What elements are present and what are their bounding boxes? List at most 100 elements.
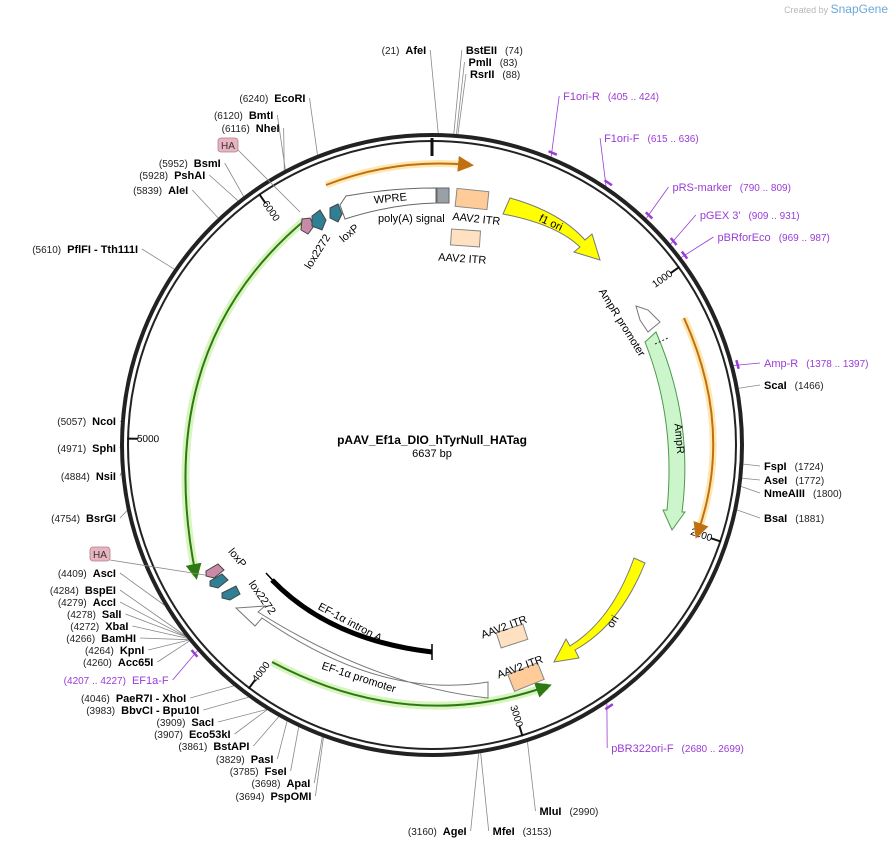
primer-position: (1378 .. 1397) — [806, 359, 868, 370]
feature-ef1a-intron[interactable] — [270, 578, 433, 655]
site-position: (6116) — [222, 124, 250, 135]
primer-label[interactable]: F1ori-R(405 .. 424) — [563, 91, 659, 103]
ruler-tick-label: 3000 — [507, 704, 524, 729]
site-label[interactable]: MluI(2990) — [539, 806, 598, 818]
site-label[interactable]: (4279)AccI — [58, 597, 116, 609]
ha-tag-label: HA — [93, 550, 107, 561]
site-label[interactable]: (4409) AscI — [58, 568, 116, 580]
feature-aav2-itr-bottom2[interactable] — [507, 662, 545, 692]
primer-label[interactable]: Amp-R(1378 .. 1397) — [764, 358, 869, 370]
site-label[interactable]: (3785)FseI — [230, 766, 287, 778]
site-label[interactable]: (3983)BbvCI - Bpu10I — [86, 705, 199, 717]
feature-loxp-bottom-a[interactable] — [209, 573, 229, 589]
site-label[interactable]: (5839)AleI — [133, 185, 188, 197]
site-label[interactable]: ScaI(1466) — [764, 380, 824, 392]
site-label[interactable]: (6120)BmtI — [214, 110, 273, 122]
primer-label[interactable]: F1ori-F(615 .. 636) — [604, 133, 699, 145]
primer-label[interactable]: pBR322ori-F(2680 .. 2699) — [611, 743, 744, 755]
primer-bar[interactable] — [548, 150, 558, 156]
site-label[interactable]: (3160)AgeI — [408, 826, 467, 838]
site-leader — [119, 601, 186, 638]
ruler-tick-4000 — [247, 679, 257, 690]
feature-ampr[interactable] — [644, 331, 686, 531]
site-label[interactable]: (21)AfeI — [382, 45, 427, 57]
feature-ef1a-promoter[interactable] — [234, 605, 489, 699]
feature-aav2-itr-top2[interactable] — [449, 228, 482, 248]
feature-polya[interactable] — [436, 187, 450, 204]
restriction-site-labels[interactable]: (21)AfeI BstEII(74)PmlI(83)RsrII(88) ScaI(… — [32, 45, 842, 838]
site-position: (1724) — [795, 462, 824, 473]
feature-aav2-itr-top[interactable] — [454, 187, 490, 211]
site-name: MluI — [539, 806, 561, 818]
site-name: AscI — [93, 568, 116, 580]
site-label[interactable]: NmeAIII(1800) — [764, 488, 842, 500]
site-position: (5839) — [133, 186, 162, 197]
site-label[interactable]: BstEII(74) — [466, 45, 523, 57]
feature-lox2272-top-label: lox2272 — [303, 232, 334, 271]
site-position: (3829) — [216, 755, 245, 766]
site-name: KpnI — [120, 645, 144, 657]
feature-loxp-bottom-b[interactable] — [221, 585, 241, 601]
site-label[interactable]: (3907)Eco53kI — [154, 729, 231, 741]
primer-label[interactable]: pGEX 3'(909 .. 931) — [700, 210, 800, 222]
site-label[interactable]: BsaI(1881) — [764, 513, 824, 525]
primer-bar[interactable] — [680, 250, 689, 260]
feature-loxp-top-a[interactable] — [311, 209, 327, 231]
feature-ampr-promoter[interactable] — [635, 305, 661, 333]
site-label[interactable]: (4884)NsiI — [61, 471, 116, 483]
feature-loxp-top-b[interactable] — [329, 203, 343, 223]
site-label[interactable]: (4971)SphI — [57, 443, 116, 455]
site-label[interactable]: FspI(1724) — [764, 461, 824, 473]
feature-ori[interactable] — [553, 557, 646, 663]
site-label[interactable]: (5057)NcoI — [57, 416, 116, 428]
primer-labels[interactable]: F1ori-R(405 .. 424) F1ori-F(615 .. 636) pR… — [64, 91, 869, 755]
primer-bar[interactable] — [669, 237, 678, 246]
feature-lox2272-bottom[interactable] — [205, 563, 225, 579]
site-label[interactable]: (6116)NheI — [222, 123, 280, 135]
site-label[interactable]: AseI(1772) — [764, 475, 824, 487]
site-label[interactable]: (4284)BspEI — [50, 585, 116, 597]
site-position: (4409) — [58, 569, 87, 580]
site-label[interactable]: MfeI(3153) — [493, 826, 552, 838]
feature-ampr-promoter-label: AmpR promoter — [596, 287, 647, 359]
site-label[interactable]: (3909)SacI — [157, 717, 215, 729]
site-position: (4046) — [81, 694, 110, 705]
primer-bar[interactable] — [644, 211, 654, 220]
site-label[interactable]: (4754)BsrGI — [51, 513, 116, 525]
site-leader — [453, 49, 463, 134]
site-label[interactable]: (5610)PflFI - Tth111I — [32, 244, 138, 256]
feature-lox2272-top[interactable] — [300, 217, 315, 235]
ruler-tick-1000 — [669, 265, 681, 275]
primer-label[interactable]: pBRforEco(969 .. 987) — [717, 232, 829, 244]
primer-bar[interactable] — [604, 703, 614, 711]
site-label[interactable]: (4272)XbaI — [70, 621, 128, 633]
site-name: BamHI — [101, 633, 136, 645]
primer-bar[interactable] — [190, 649, 199, 658]
site-leader — [456, 61, 465, 135]
primer-bar[interactable] — [603, 179, 613, 187]
site-label[interactable]: (4260)Acc65I — [83, 657, 153, 669]
site-label[interactable]: (4278)SalI — [67, 609, 121, 621]
site-name: RsrII — [470, 69, 494, 81]
site-label[interactable]: (4046)PaeR7I - XhoI — [81, 693, 186, 705]
site-label[interactable]: (5952)BsmI — [159, 158, 221, 170]
site-label[interactable]: (3829)PasI — [216, 754, 274, 766]
feature-aav2-itr-bottom[interactable] — [495, 623, 529, 649]
site-label[interactable]: RsrII(88) — [470, 69, 520, 81]
site-label[interactable]: (3698)ApaI — [252, 778, 311, 790]
site-leader — [741, 486, 761, 494]
site-label[interactable]: (5928)PshAI — [139, 170, 205, 182]
feature-wpre[interactable] — [339, 187, 437, 220]
site-label[interactable]: (3694)PspOMI — [236, 791, 312, 803]
site-label[interactable]: (4266)BamHI — [66, 633, 136, 645]
site-label[interactable]: PmlI(83) — [468, 57, 517, 69]
site-name: PspOMI — [270, 791, 311, 803]
site-label[interactable]: (3861)BstAPI — [178, 741, 249, 753]
primer-label[interactable]: (4207 .. 4227)EF1a-F — [64, 675, 169, 687]
primer-bar[interactable] — [735, 359, 740, 370]
site-label[interactable]: (6240)EcoRI — [239, 93, 305, 105]
site-label[interactable]: (4264)KpnI — [85, 645, 144, 657]
primer-label[interactable]: pRS-marker(790 .. 809) — [673, 182, 791, 194]
feature-f1-ori[interactable] — [502, 197, 601, 261]
